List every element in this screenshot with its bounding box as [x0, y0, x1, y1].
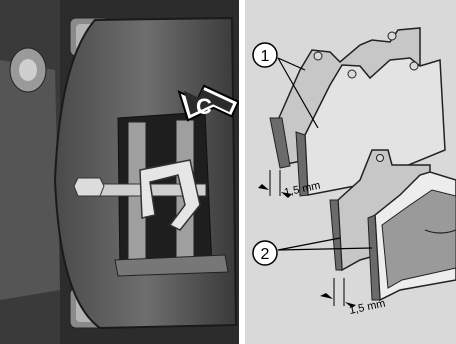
arrow-c-label: C [196, 94, 212, 119]
panel-divider [239, 0, 245, 344]
bleed-screw-icon [10, 48, 46, 92]
pad-diagram-panel: 1 2 1,5 mm 1,5 mm [245, 0, 456, 344]
callout-2-number: 2 [261, 246, 270, 263]
caliper-photo-panel: C [0, 0, 239, 344]
callout-1-number: 1 [261, 48, 270, 65]
